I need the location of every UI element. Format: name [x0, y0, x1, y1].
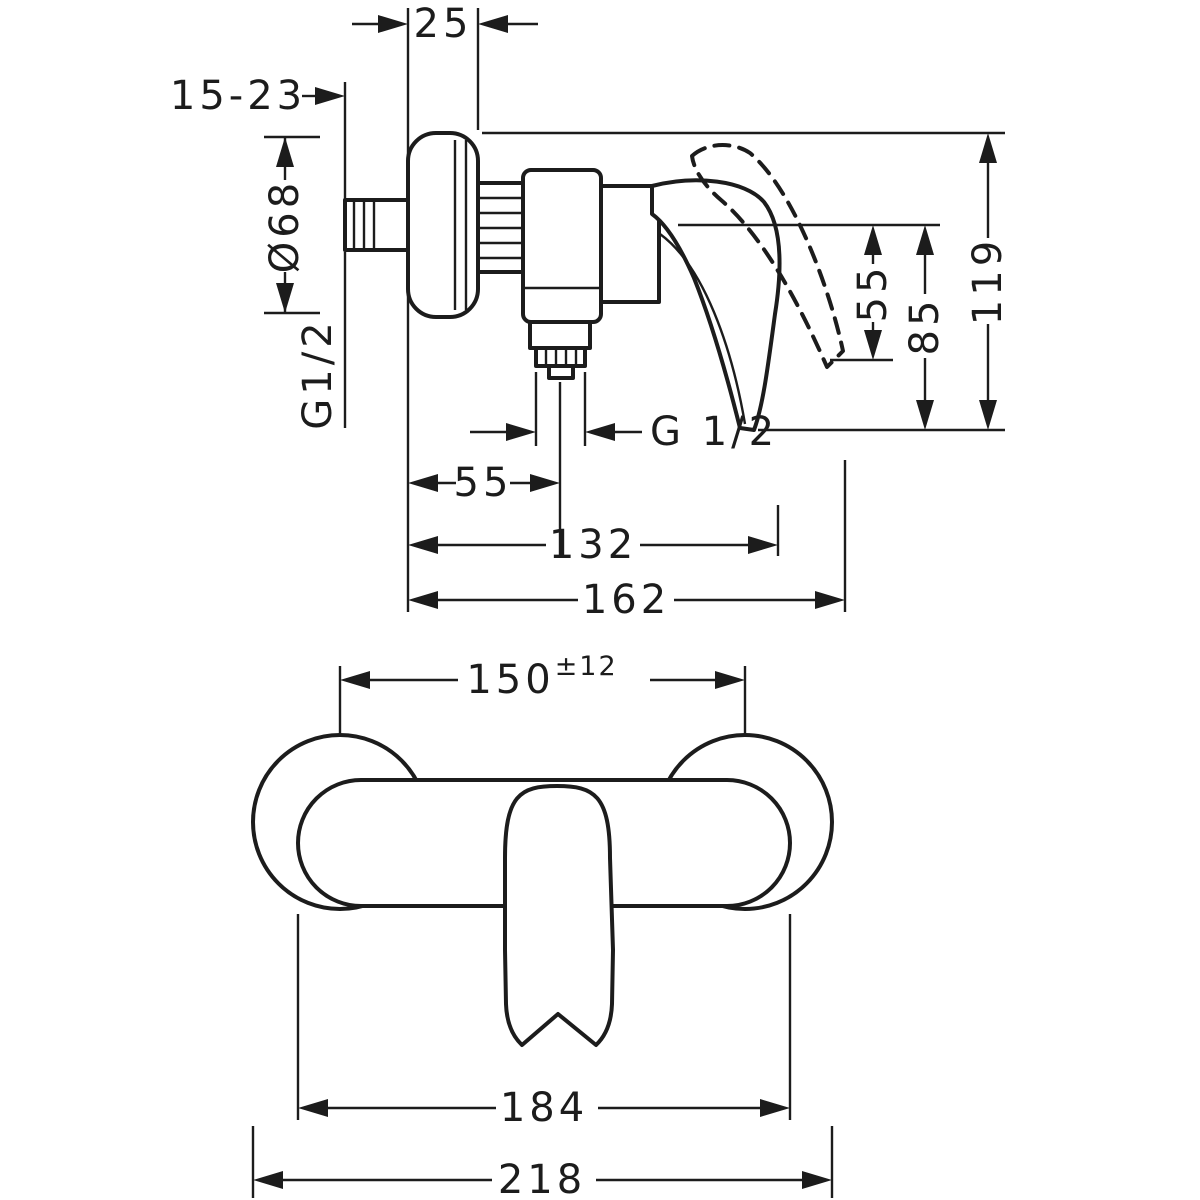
arrowhead: [802, 1171, 832, 1189]
arrowhead: [815, 591, 845, 609]
dim-wall-depth-range: 15-23: [170, 73, 345, 119]
dim-label: 85: [902, 297, 948, 356]
mixer-body: [521, 168, 603, 324]
arrowhead: [298, 1099, 328, 1117]
dim-label: 184: [500, 1085, 588, 1131]
arrowhead: [340, 671, 370, 689]
arrowhead: [276, 283, 294, 313]
dim-hole-centers: 150±12: [338, 651, 747, 736]
inlet-pipe-body: [343, 198, 410, 252]
arrowhead: [585, 423, 615, 441]
arrowhead: [506, 423, 536, 441]
dim-label: 132: [549, 522, 637, 568]
dim-label: 150±12: [466, 651, 617, 704]
inlet-pipe: [343, 198, 410, 252]
union-nut: [476, 181, 525, 274]
dim-overall-height: 119: [965, 133, 1011, 430]
dim-label: 55: [850, 264, 896, 323]
outlet-thread-stub: [547, 364, 575, 380]
outlet-neck: [528, 320, 592, 350]
side-view-dimensions: 25 15-23 Ø68 G1/2: [170, 1, 1011, 623]
outlet-thread-label: G 1/2: [650, 409, 778, 455]
dim-label: Ø68: [262, 179, 308, 273]
dim-overall-depth: 162: [408, 460, 847, 623]
dim-label: 218: [498, 1157, 586, 1200]
arrowhead: [748, 536, 778, 554]
wall-plate: [406, 131, 480, 319]
dim-outlet-thread: G 1/2: [470, 372, 778, 455]
arrowhead: [760, 1099, 790, 1117]
lever-handle-open-dashed: [690, 143, 845, 369]
arrowhead: [864, 330, 882, 360]
dim-label: 162: [582, 577, 670, 623]
lever-handle-front: [503, 784, 615, 1047]
side-view: [343, 131, 845, 432]
dim-label: 15-23: [170, 73, 306, 119]
dim-plate-depth: 25: [352, 1, 538, 47]
arrowhead: [715, 671, 745, 689]
arrowhead: [315, 87, 345, 105]
arrowhead: [408, 591, 438, 609]
wall-plate-outline: [406, 131, 480, 319]
outlet-aerator: [534, 346, 587, 368]
lever-handle-closed: [650, 178, 782, 432]
dim-label: 55: [454, 460, 513, 506]
dim-label: 25: [414, 1, 473, 47]
outlet: [528, 320, 592, 380]
dim-tolerance: ±12: [555, 651, 618, 682]
arrowhead: [408, 474, 438, 492]
arrowhead: [979, 400, 997, 430]
dim-body-width: 184: [296, 914, 792, 1131]
arrowhead: [916, 400, 934, 430]
arrowhead: [478, 15, 508, 33]
mixer-body-outline: [521, 168, 603, 324]
arrowhead: [253, 1171, 283, 1189]
arrowhead: [408, 536, 438, 554]
dim-label: 119: [965, 237, 1011, 325]
arrowhead: [530, 474, 560, 492]
dim-value: 150: [466, 657, 554, 703]
arrowhead: [864, 225, 882, 255]
handle-closed-outline: [650, 178, 782, 432]
dim-overall-width: 218: [251, 1126, 834, 1200]
dim-plate-diameter: Ø68: [262, 135, 320, 315]
arrowhead: [378, 15, 408, 33]
arrowhead: [276, 137, 294, 167]
front-view-dimensions: 150±12 184 218: [251, 651, 834, 1200]
arrowhead: [979, 133, 997, 163]
dim-open-handle-height: 55: [850, 225, 896, 360]
dim-outlet-offset: 55: [408, 460, 560, 506]
front-view: [251, 733, 834, 1047]
dim-body-depth: 132: [408, 505, 780, 568]
arrowhead: [916, 225, 934, 255]
handle-closed-inner-contour: [659, 233, 747, 425]
inlet-thread-label: G1/2: [295, 318, 341, 429]
dim-handle-height: 85: [902, 225, 948, 430]
